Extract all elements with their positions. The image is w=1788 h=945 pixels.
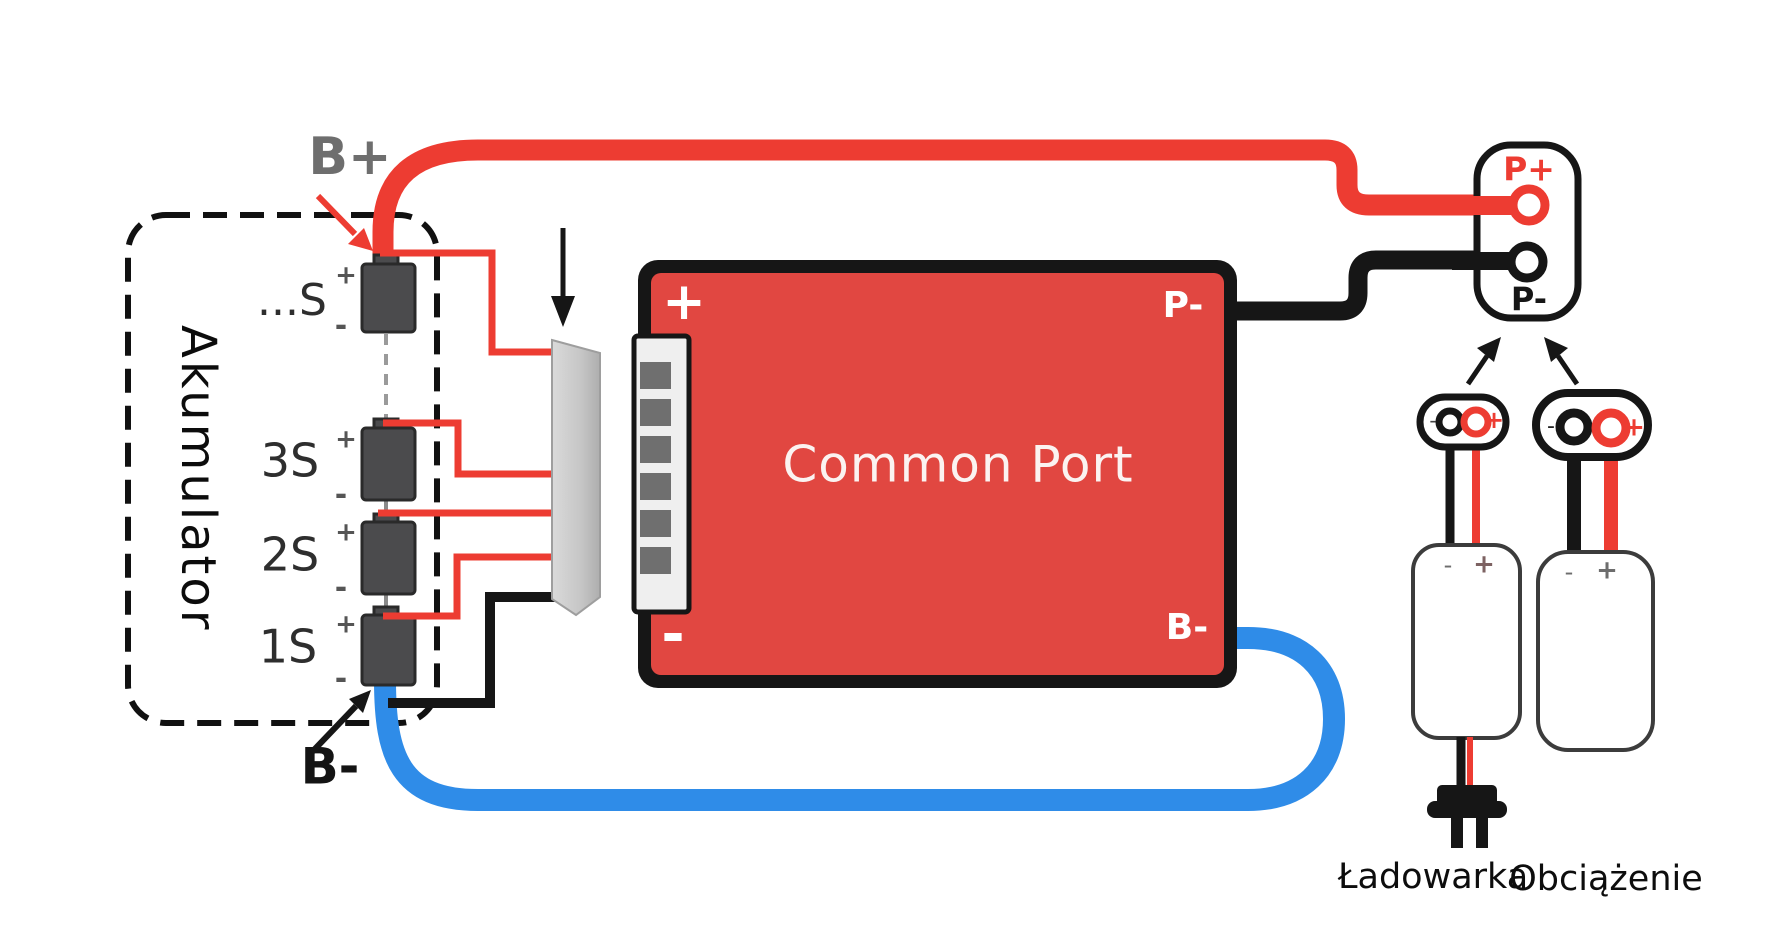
bms-connector-pin [640, 547, 671, 574]
plug-plus-mark: + [1484, 406, 1504, 434]
b-plus-label: B+ [308, 127, 391, 187]
cell-label: 2S [261, 528, 319, 582]
charger-label: Ładowarka [1337, 857, 1528, 897]
balance-wire-b-minus [388, 592, 556, 708]
plug-plus-mark: + [1623, 413, 1645, 443]
bms-terminal-b-minus: B- [1166, 607, 1208, 648]
load-body [1536, 550, 1655, 752]
cell-plus-mark: + [335, 610, 357, 640]
cell-body [360, 613, 417, 687]
charger-body [1411, 543, 1522, 740]
connect-arrow-left-icon [1465, 337, 1501, 386]
load-plug: - + [1532, 389, 1652, 461]
p-minus-wire-end [1452, 252, 1514, 270]
cell-minus-mark: - [335, 309, 347, 344]
plug-minus-mark: - [1429, 409, 1436, 433]
cell-plus-mark: + [335, 518, 357, 548]
cell-top-s [360, 253, 417, 334]
main-negative-wire [1227, 250, 1522, 321]
charger-plug: - + [1416, 393, 1510, 451]
cell-2s [360, 512, 417, 596]
bms-connector-pin [640, 436, 671, 463]
b-minus-arrow-icon [309, 690, 371, 755]
output-connector: P+ P- [1452, 141, 1582, 322]
bms-terminal-minus: - [661, 602, 684, 667]
bms-connector-pin [640, 510, 671, 537]
output-p-minus-ring [1506, 241, 1548, 283]
cell-plus-mark: + [335, 261, 357, 291]
balance-wire-1 [380, 249, 556, 356]
balance-connector [551, 338, 601, 617]
output-p-minus-label: P- [1511, 280, 1547, 318]
main-positive-wire [372, 139, 1526, 273]
cell-plus-mark: + [335, 425, 357, 455]
bms-connector-pin [640, 399, 671, 426]
balance-wire-2 [383, 419, 556, 478]
bms-board-face [651, 273, 1224, 675]
p-plus-wire-end [1452, 196, 1522, 215]
b-minus-label: B- [301, 738, 360, 796]
bms-title: Common Port [782, 436, 1133, 494]
bms-terminal-p-minus: P- [1163, 285, 1204, 326]
plug-positive-ring [1591, 408, 1631, 448]
load-plus-mark: + [1596, 556, 1618, 586]
cell-body [360, 426, 417, 502]
bms-terminal-plus: + [662, 272, 706, 332]
cell-minus-mark: - [335, 571, 347, 606]
balance-wire-4 [383, 553, 556, 620]
load-minus-mark: - [1565, 558, 1574, 586]
cell-minus-mark: - [335, 662, 347, 697]
cell-body [360, 520, 417, 596]
insert-arrow-icon [551, 296, 575, 327]
plug-minus-mark: - [1547, 414, 1555, 439]
ac-plug-icon [1427, 785, 1507, 848]
battery-label: Akumulator [170, 325, 226, 632]
b-plus-arrow-icon [315, 193, 373, 251]
output-p-plus-label: P+ [1503, 150, 1555, 189]
charger-plus-mark: + [1473, 550, 1495, 580]
battery-negative-wire [374, 627, 1346, 811]
plug-negative-ring [1435, 407, 1465, 437]
output-p-plus-ring [1508, 184, 1550, 226]
cell-label: 1S [259, 620, 317, 674]
bms-board: + - P- B- Common Port [631, 260, 1237, 688]
cell-body [360, 262, 417, 334]
bms-connector-pin [640, 362, 671, 389]
cell-label: ...S [257, 275, 327, 326]
battery-outline [125, 212, 440, 726]
output-connector-shell [1473, 141, 1582, 322]
cell-label: 3S [261, 434, 319, 488]
plug-positive-ring [1460, 406, 1492, 438]
connect-arrow-right-icon [1544, 337, 1580, 386]
load-label: Obciążenie [1509, 859, 1703, 899]
cell-minus-mark: - [335, 478, 347, 513]
charger-minus-mark: - [1444, 551, 1453, 579]
bms-connector-pin [640, 473, 671, 500]
cell-3s [360, 417, 417, 502]
plug-negative-ring [1555, 408, 1593, 446]
